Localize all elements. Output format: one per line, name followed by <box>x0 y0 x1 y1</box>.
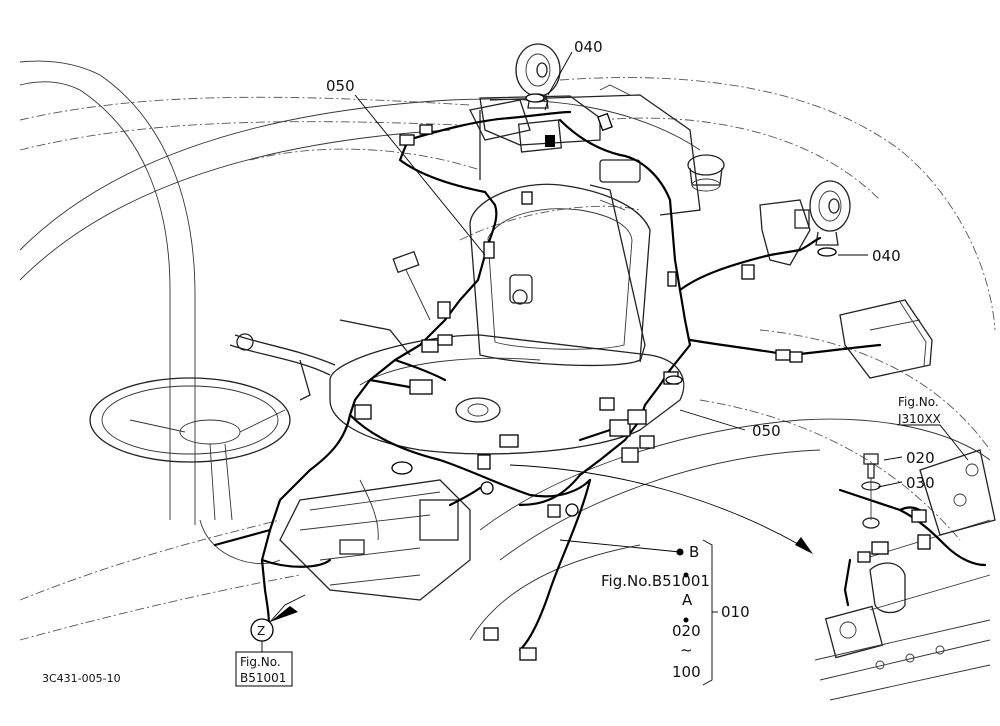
control-levers <box>229 250 431 401</box>
callout-050-mid: 050 <box>752 422 781 440</box>
range-tilde: ~ <box>680 641 693 659</box>
fig-j310-code: J310XX <box>897 412 941 426</box>
callout-020: 020 <box>906 449 935 467</box>
callout-010: 010 <box>721 603 750 621</box>
fig-box-label: Fig.No. <box>240 655 281 669</box>
wiring-harness <box>213 110 882 652</box>
fender-outline <box>19 98 991 641</box>
ref-point-b: B <box>689 543 699 561</box>
callout-040-top: 040 <box>574 38 603 56</box>
range-end: 100 <box>672 663 701 681</box>
tractor-phantom-outline <box>19 77 996 641</box>
drawing-code: 3C431-005-10 <box>42 672 121 685</box>
tail-lamp-left <box>469 99 531 141</box>
reference-arrows <box>269 464 813 623</box>
tail-lamp-right <box>839 299 933 379</box>
fig-j310-label: Fig.No. <box>898 395 939 409</box>
connectors <box>354 93 837 661</box>
callout-040-right: 040 <box>872 247 901 265</box>
callout-030: 030 <box>906 474 935 492</box>
view-z-letter: Z <box>257 624 265 638</box>
seat <box>279 84 701 601</box>
callout-leaders <box>354 51 969 686</box>
rops-frame <box>19 60 196 525</box>
view-z-marker: Z <box>250 618 274 652</box>
range-start: 020 <box>672 622 701 640</box>
valve-detail-view <box>814 449 996 701</box>
fuel-cap <box>687 154 725 192</box>
fig-b51001-box: Fig.No. B51001 <box>235 651 293 687</box>
fig-b51001-ref: Fig.No.B51001 <box>601 572 710 590</box>
steering-wheel <box>89 377 291 564</box>
fig-box-code: B51001 <box>240 671 286 685</box>
ref-point-a: A <box>682 591 693 609</box>
callout-050-top: 050 <box>326 77 355 95</box>
